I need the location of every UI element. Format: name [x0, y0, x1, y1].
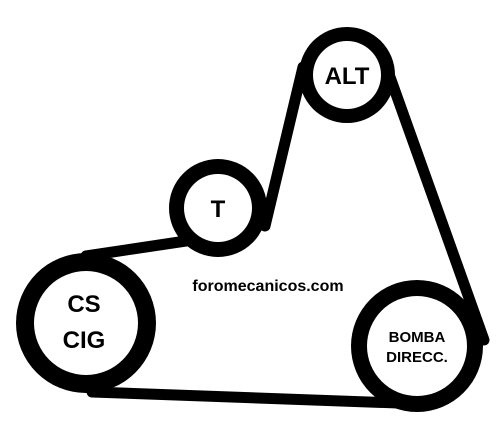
- power-steering-label-line1: BOMBA: [389, 329, 446, 346]
- serpentine-belt: [80, 61, 490, 410]
- crankshaft-label-line1: CS: [67, 291, 100, 318]
- belt-segment-bomba-to-cs: [86, 386, 431, 410]
- alternator-pulley: ALT: [299, 27, 395, 123]
- crankshaft-label-line2: CIG: [63, 327, 106, 354]
- alternator-pulley-hub: [313, 41, 381, 109]
- power-steering-label-line2: DIRECC.: [386, 349, 448, 366]
- belt-segment-tensioner-to-alt: [259, 61, 309, 232]
- belt-segment-alt-to-bomba: [384, 71, 490, 346]
- tensioner-pulley: T: [169, 159, 267, 257]
- tensioner-label: T: [211, 196, 226, 223]
- power-steering-pulley-hub: [367, 296, 467, 396]
- alternator-label: ALT: [325, 63, 370, 90]
- watermark-text: foromecanicos.com: [192, 278, 343, 295]
- tensioner-pulley-hub: [184, 174, 252, 242]
- crankshaft-pulley: CS CIG: [16, 253, 156, 393]
- belt-segment-cs-to-tensioner: [80, 235, 192, 262]
- power-steering-pulley: BOMBA DIRECC.: [351, 280, 483, 412]
- crankshaft-pulley-hub: [34, 271, 138, 375]
